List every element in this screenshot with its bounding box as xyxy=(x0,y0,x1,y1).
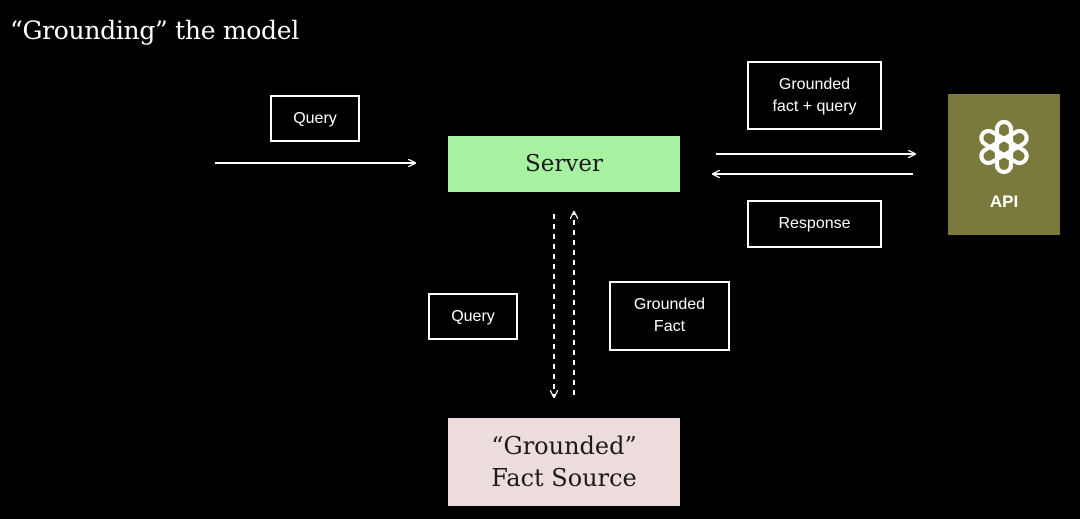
query-down-label: Query xyxy=(428,293,518,340)
grounded-fact-label: Grounded Fact xyxy=(609,281,730,351)
api-label: API xyxy=(989,192,1019,211)
fact-source-node: “Grounded” Fact Source xyxy=(448,418,680,506)
query-label: Query xyxy=(270,95,360,142)
openai-logo-icon xyxy=(979,119,1029,175)
response-label: Response xyxy=(747,200,882,248)
api-node: API xyxy=(948,94,1060,235)
server-node: Server xyxy=(448,136,680,192)
grounded-fact-query-label: Grounded fact + query xyxy=(747,61,882,130)
slide-title: “Grounding” the model xyxy=(10,16,299,45)
